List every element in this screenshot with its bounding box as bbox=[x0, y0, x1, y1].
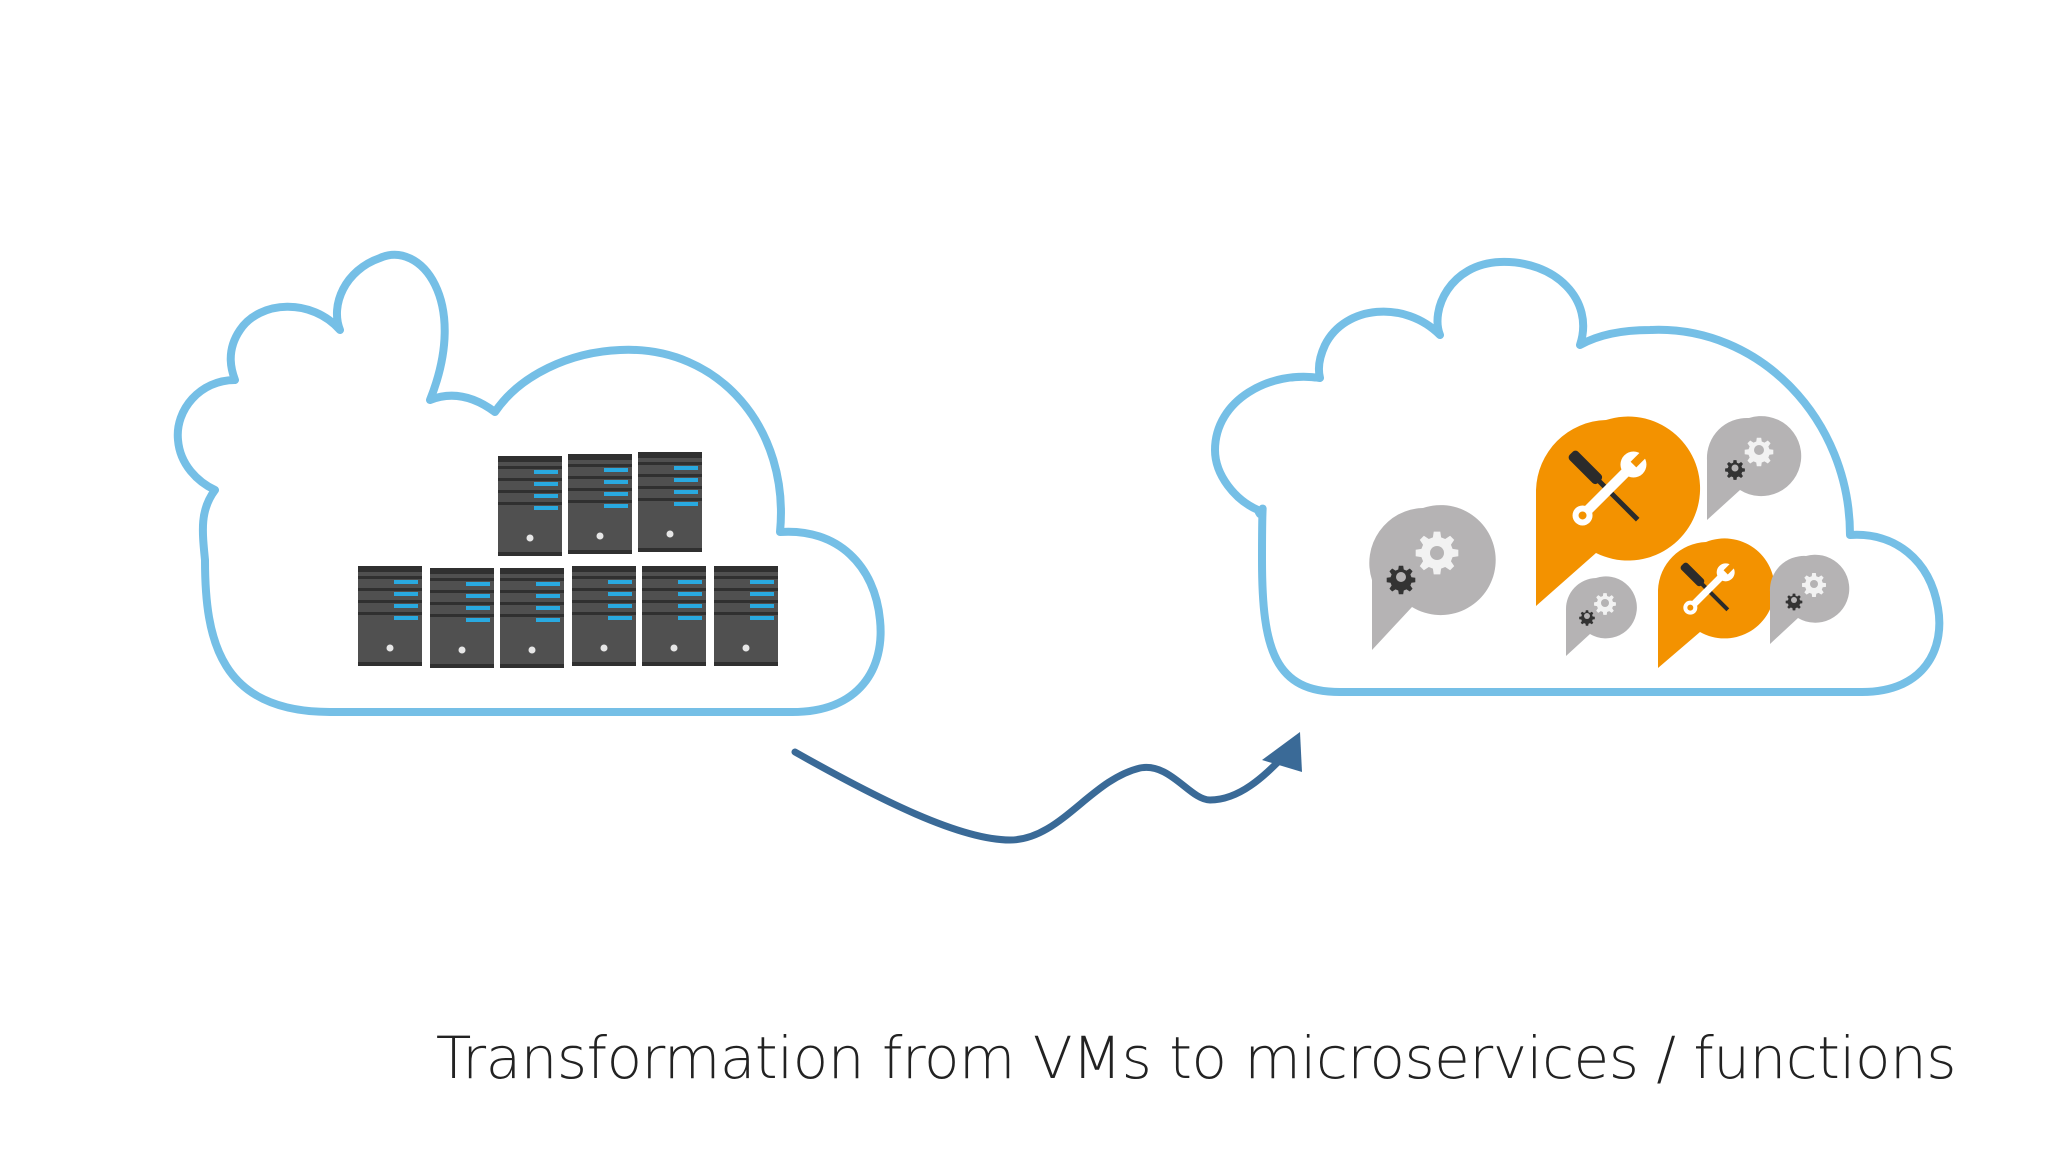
gear-bubble-icon bbox=[1369, 505, 1496, 650]
curved-arrow-icon bbox=[791, 732, 1302, 844]
legacy-cloud-icon bbox=[173, 250, 885, 716]
gear-bubble-icon bbox=[1706, 416, 1802, 520]
server-rack-icon bbox=[568, 454, 632, 554]
gear-bubble-icon bbox=[1565, 576, 1637, 656]
server-rack-icon bbox=[572, 566, 636, 666]
server-rack-icon bbox=[430, 568, 494, 668]
server-rack-icon bbox=[498, 456, 562, 556]
server-rack-icon bbox=[642, 566, 706, 666]
tools-bubble-icon bbox=[1536, 416, 1701, 606]
server-rack-icon bbox=[500, 568, 564, 668]
tools-bubble-icon bbox=[1658, 538, 1775, 668]
microservices-cloud-icon bbox=[1211, 257, 1944, 696]
server-rack-icon bbox=[714, 566, 778, 666]
gear-bubble-icon bbox=[1769, 554, 1850, 644]
server-rack-icon bbox=[638, 452, 702, 552]
server-rack-icon bbox=[358, 566, 422, 666]
diagram-caption: Transformation from VMs to microservices… bbox=[435, 1024, 1957, 1092]
